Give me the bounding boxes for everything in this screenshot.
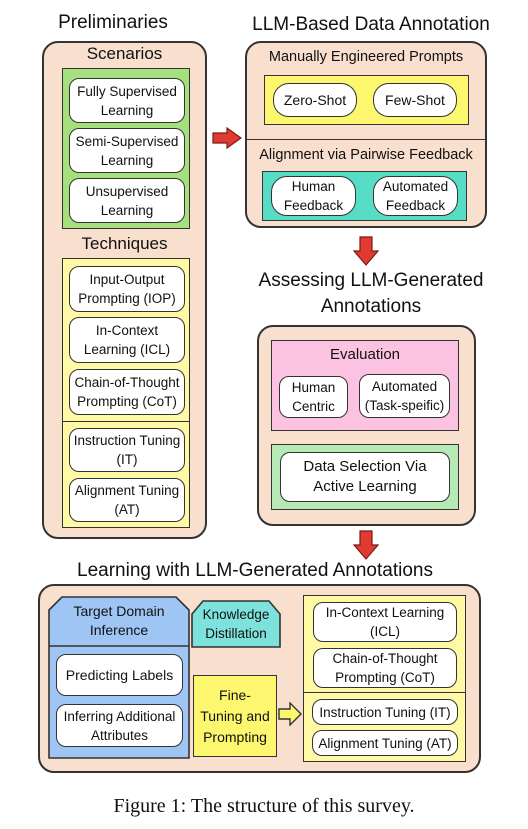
evaluation-human-centric: Human Centric	[279, 376, 348, 418]
techniques-divider	[62, 421, 190, 422]
methods-divider	[303, 692, 466, 693]
knowledge-distillation: Knowledge Distillation	[202, 607, 270, 641]
technique-it: Instruction Tuning (IT)	[69, 428, 185, 472]
finetuning-label: Fine-Tuning and Prompting	[200, 686, 270, 745]
inferring-attributes: Inferring Additional Attributes	[56, 704, 183, 747]
method-icl: In-Context Learning (ICL)	[313, 602, 457, 642]
outline-arrow-shape	[278, 702, 302, 726]
feedback-automated: Automated Feedback	[373, 176, 458, 216]
annotation-title: LLM-Based Data Annotation	[252, 14, 490, 35]
techniques-title: Techniques	[81, 234, 168, 253]
arrow-to-learning	[353, 530, 379, 560]
scenario-semi-supervised: Semi-Supervised Learning	[69, 128, 185, 173]
scenario-unsupervised: Unsupervised Learning	[69, 178, 185, 223]
alignment-title: Alignment via Pairwise Feedback	[259, 147, 473, 163]
arrow-to-annotation	[212, 127, 242, 149]
scenarios-title: Scenarios	[86, 44, 163, 63]
technique-icl: In-Context Learning (ICL)	[69, 317, 185, 363]
prompt-few-shot: Few-Shot	[373, 83, 457, 117]
assessing-title-line1: Assessing LLM-Generated	[258, 270, 484, 291]
arrow-to-methods	[278, 702, 302, 726]
target-domain-title: Target Domain Inference	[73, 603, 165, 638]
technique-iop: Input-Output Prompting (IOP)	[69, 266, 185, 312]
learning-title: Learning with LLM-Generated Annotations	[77, 560, 433, 581]
knowledge-distillation-shape	[191, 600, 281, 648]
knowledge-distillation-box	[191, 600, 281, 648]
figure-caption: Figure 1: The structure of this survey.	[113, 795, 415, 817]
scenario-fully-supervised: Fully Supervised Learning	[69, 78, 185, 123]
preliminaries-title: Preliminaries	[58, 12, 168, 33]
assessing-title-line2: Annotations	[320, 296, 422, 317]
evaluation-automated: Automated (Task-speific)	[359, 374, 450, 418]
method-it: Instruction Tuning (IT)	[312, 699, 458, 725]
method-cot: Chain-of-Thought Prompting (CoT)	[313, 648, 457, 688]
data-selection: Data Selection Via Active Learning	[280, 452, 450, 502]
predicting-labels: Predicting Labels	[56, 654, 183, 696]
technique-cot: Chain-of-Thought Prompting (CoT)	[69, 369, 185, 415]
arrow-shape	[353, 530, 379, 560]
feedback-human: Human Feedback	[271, 176, 356, 216]
arrow-shape	[212, 127, 242, 149]
arrow-to-assessing	[353, 236, 379, 266]
annotation-divider	[246, 139, 486, 140]
evaluation-title: Evaluation	[329, 346, 401, 363]
prompts-title: Manually Engineered Prompts	[268, 49, 464, 65]
arrow-shape	[353, 236, 379, 266]
finetuning-box	[193, 675, 277, 757]
technique-at: Alignment Tuning (AT)	[69, 478, 185, 522]
prompt-zero-shot: Zero-Shot	[273, 83, 357, 117]
method-at: Alignment Tuning (AT)	[312, 730, 458, 756]
